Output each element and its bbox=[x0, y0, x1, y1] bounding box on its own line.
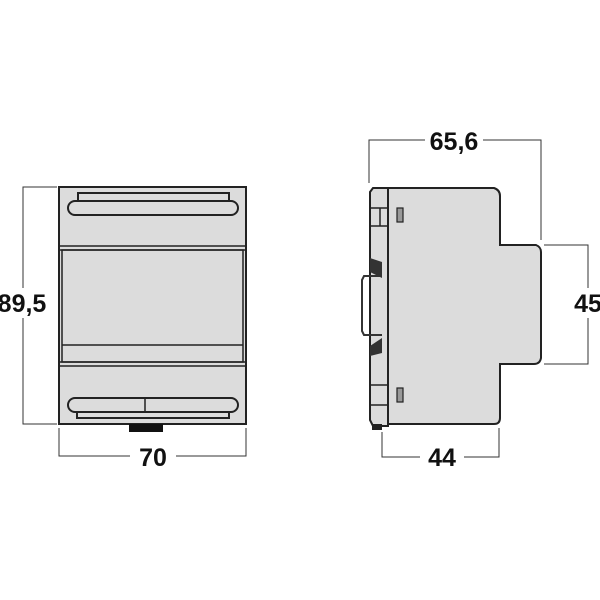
front-view bbox=[58, 186, 247, 432]
bottom-slot bbox=[396, 387, 404, 403]
side-foot bbox=[372, 424, 382, 430]
front-height-dimension-label: 45 bbox=[574, 290, 600, 318]
top-slot bbox=[396, 207, 404, 223]
din-rail bbox=[361, 275, 382, 336]
side-view bbox=[361, 187, 542, 430]
depth-dimension-label: 65,6 bbox=[430, 128, 479, 156]
front-depth-dimension-label: 44 bbox=[428, 444, 456, 472]
width-dimension-label: 70 bbox=[139, 444, 167, 472]
side-back-plate bbox=[369, 187, 389, 427]
top-latch bbox=[67, 200, 239, 216]
height-dimension-label: 89,5 bbox=[0, 290, 46, 318]
bottom-latch bbox=[67, 397, 239, 413]
front-housing bbox=[58, 186, 247, 425]
din-clip-bottom bbox=[370, 338, 382, 356]
front-dimensions: 89,5 70 bbox=[0, 186, 247, 472]
side-dimensions: 65,6 45 44 bbox=[368, 125, 600, 472]
side-housing bbox=[387, 187, 542, 425]
din-clip-top bbox=[370, 258, 382, 278]
front-foot bbox=[129, 424, 163, 432]
